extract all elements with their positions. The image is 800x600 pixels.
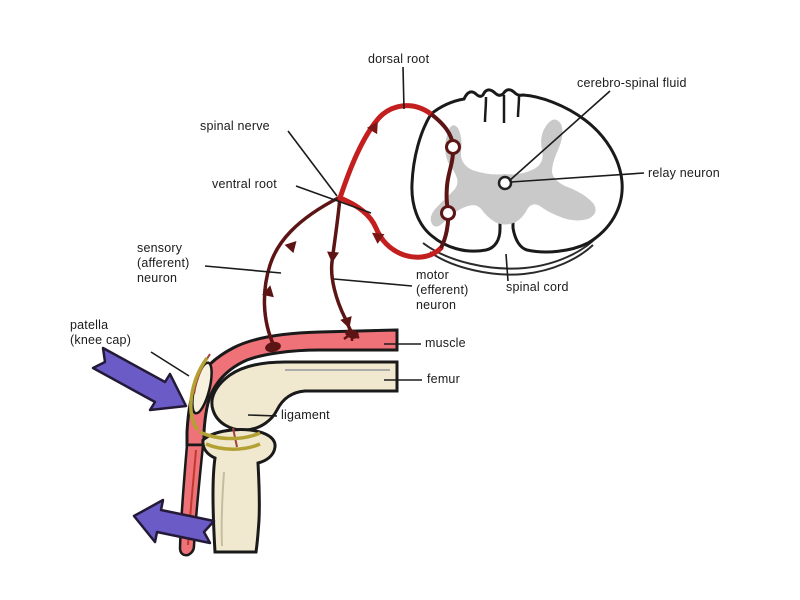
- label-spinal-cord: spinal cord: [506, 280, 569, 294]
- pointer-cerebro-spinal-fluid: [508, 90, 611, 182]
- pointer-spinal-cord: [505, 253, 509, 282]
- synapse-ring-upper: [445, 139, 461, 155]
- pointer-patella: [150, 351, 190, 377]
- label-sensory-neuron: sensory (afferent) neuron: [137, 241, 190, 286]
- label-motor-line2: (efferent): [416, 283, 469, 297]
- relay-path-in-cord: [429, 112, 456, 249]
- label-dorsal-root: dorsal root: [368, 52, 430, 66]
- label-motor-line3: neuron: [416, 298, 457, 312]
- label-spinal-nerve: spinal nerve: [200, 119, 270, 133]
- gray-matter: [430, 119, 596, 227]
- ventral-root-nerve: [337, 195, 444, 260]
- label-ligament: ligament: [281, 408, 330, 422]
- femur-bone: [210, 360, 399, 432]
- label-patella: patella (knee cap): [70, 318, 131, 348]
- label-cerebro-spinal-fluid: cerebro-spinal fluid: [577, 76, 687, 90]
- label-ventral-root: ventral root: [212, 177, 277, 191]
- nerve-flow-arrowheads: [262, 121, 385, 329]
- kick-response-arrow-icon: [132, 498, 216, 545]
- pointer-relay-neuron: [510, 172, 645, 183]
- central-canal: [497, 175, 513, 191]
- label-patella-line2: (knee cap): [70, 333, 132, 347]
- label-femur: femur: [427, 372, 460, 386]
- pointer-sensory-neuron: [204, 265, 282, 274]
- label-pointer-lines: [150, 66, 645, 417]
- nerve-ending-sensory: [265, 341, 281, 353]
- label-motor-line1: motor: [416, 268, 449, 282]
- label-patella-line1: patella: [70, 318, 109, 332]
- dorsal-root-nerve: [337, 103, 434, 201]
- tap-force-arrow-icon: [91, 346, 188, 412]
- label-sensory-line3: neuron: [137, 271, 178, 285]
- pointer-spinal-nerve: [287, 130, 338, 197]
- ligament-lines: [189, 356, 261, 451]
- label-sensory-line1: sensory: [137, 241, 183, 255]
- label-relay-neuron: relay neuron: [648, 166, 720, 180]
- pointer-ligament: [247, 414, 278, 417]
- label-sensory-line2: (afferent): [137, 256, 190, 270]
- pointer-dorsal-root: [402, 66, 405, 110]
- synapse-ring-lower: [440, 205, 456, 221]
- label-motor-neuron: motor (efferent) neuron: [416, 268, 469, 313]
- tibia-inner-highlight: [220, 471, 225, 547]
- sensory-neuron-fiber: [262, 195, 341, 347]
- cord-bottom-layers: [422, 235, 599, 276]
- pointer-ventral-root: [295, 185, 372, 214]
- label-muscle: muscle: [425, 336, 466, 350]
- motor-neuron-fiber: [329, 196, 354, 334]
- pointer-motor-neuron: [333, 278, 413, 287]
- nerve-ending-motor: [343, 329, 360, 341]
- cord-top-sulci: [483, 95, 521, 123]
